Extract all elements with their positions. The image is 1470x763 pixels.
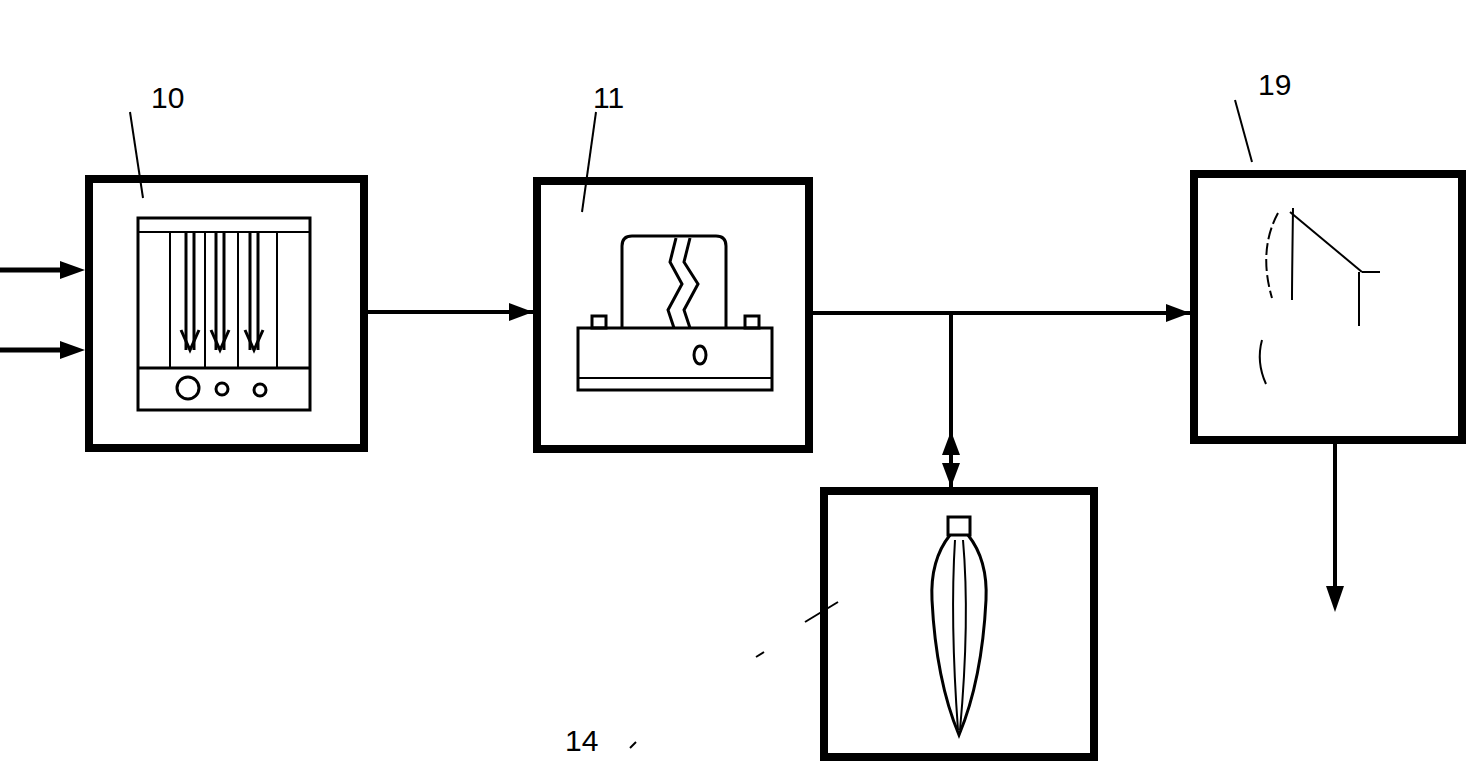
arrowhead xyxy=(1166,304,1190,322)
processing-machine xyxy=(578,236,772,390)
arrowhead xyxy=(60,261,85,279)
output-arrow xyxy=(1333,443,1337,588)
process-box: 11 xyxy=(533,177,813,453)
connector xyxy=(368,303,533,321)
arrowhead xyxy=(60,341,85,359)
callout-number: 14 xyxy=(565,726,598,756)
leader-line xyxy=(756,652,764,657)
input-arrow xyxy=(0,348,66,353)
output-sketch xyxy=(1260,208,1380,384)
process-box: 10 xyxy=(85,175,368,452)
arrowhead xyxy=(942,431,960,455)
callout-number: 10 xyxy=(151,83,184,113)
input-arrow xyxy=(0,268,66,273)
arrowhead xyxy=(1326,586,1344,612)
arrowhead xyxy=(942,463,960,487)
callout-number: 11 xyxy=(593,83,624,113)
connector-line xyxy=(813,313,951,487)
arrowhead xyxy=(509,303,533,321)
connector-line xyxy=(368,310,533,314)
leader-line xyxy=(130,112,143,198)
storage-bag xyxy=(932,517,986,735)
apparatus-cabinet xyxy=(138,218,310,410)
leader-line xyxy=(1235,100,1252,162)
callout-number: 19 xyxy=(1258,70,1291,100)
connector xyxy=(813,313,960,487)
process-box: 14 xyxy=(820,487,1098,761)
process-box: 19 xyxy=(1190,170,1466,444)
leader-line xyxy=(582,112,596,212)
leader-line xyxy=(630,742,636,748)
